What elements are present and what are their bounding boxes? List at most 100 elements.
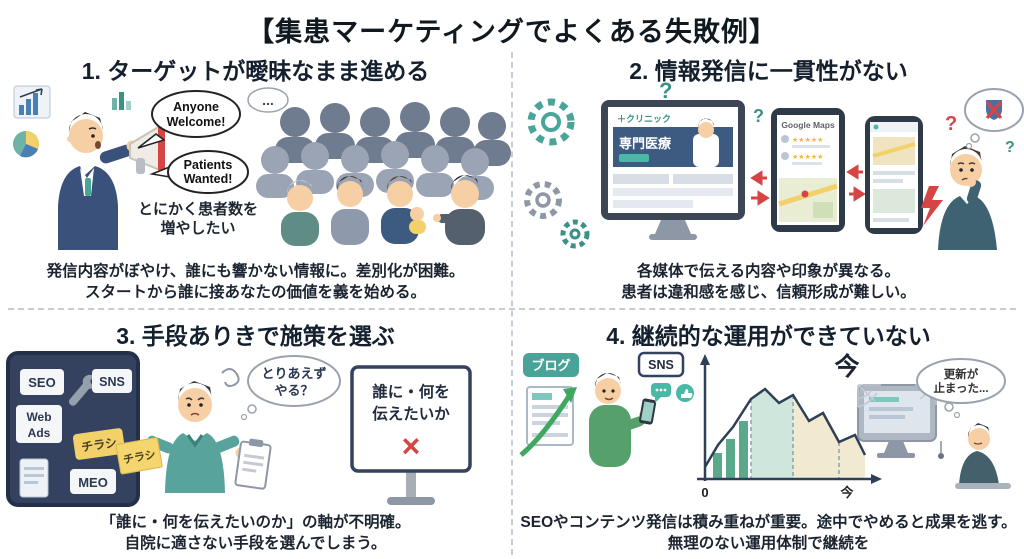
confused-patient-figure (938, 146, 997, 250)
q1-caption-line2: 増やしたい (160, 219, 235, 237)
update-stopped-bubble: 更新が 止まった... (916, 358, 1006, 419)
flyer-in-hand: チラシ (115, 437, 163, 475)
bubble1-line2: Welcome! (167, 115, 226, 129)
question-mark-icon: ? (1005, 139, 1015, 156)
mismatch-arrows-right (846, 164, 866, 202)
sign-line2: 伝えたいか (372, 405, 450, 423)
google-maps-tablet: Google Maps ★★★★★ ★★★★★ (771, 108, 845, 232)
q4-description: SEOやコンテンツ発信は積み重ねが重要。途中でやめると成果を逃す。 無理のない運… (513, 512, 1024, 555)
clinic-banner-text: 専門医療 (619, 136, 672, 151)
flyer-label: チラシ (122, 448, 157, 466)
q4-heading: 4. 継続的な運用ができていない (606, 323, 931, 349)
tag-meo-label: MEO (78, 475, 108, 490)
google-maps-label: Google Maps (781, 120, 835, 130)
q4-desc-line2: 無理のない運用体制で継続を (667, 535, 870, 553)
thought-bubble-haphazard: とりあえず やる？ (240, 355, 341, 421)
clinic-website-monitor: ＋クリニック 専門医療 (601, 100, 745, 240)
q3-heading: 3. 手段ありきで施策を選ぶ (116, 323, 395, 349)
message-sign: 誰に・何を 伝えたいか × (350, 365, 472, 505)
tag-webads-line1: Web (26, 410, 51, 424)
speech-bubble-anyone: Anyone Welcome! (137, 90, 241, 149)
q2-desc-line1: 各媒体で伝える内容や印象が異なる。 (636, 262, 901, 280)
blog-label: ブログ (523, 353, 579, 377)
bubble2-line1: Patients (184, 158, 233, 172)
tag-webads-line2: Ads (28, 426, 51, 440)
q1-description: 発信内容がぼやけ、誰にも響かない情報に。差別化が困難。 スタートから誰に接あなた… (0, 261, 511, 304)
tag-chirashi: チラシ (72, 428, 126, 460)
q1-desc-line2: スタートから誰に接あなたの価値を義を始める。 (84, 284, 426, 302)
gear-icon-small (560, 219, 590, 249)
bubble-line1: 更新が (944, 367, 979, 381)
chat-bubble-icon (651, 383, 671, 403)
q1-caption-line1: とにかく患者数を (138, 200, 258, 218)
crowd-silhouettes (256, 102, 511, 246)
adult-figure (331, 175, 369, 245)
quadrant-3-tool-first: 3. 手段ありきで施策を選ぶ SEO SNS (0, 311, 511, 559)
mother-with-baby-figure (381, 175, 426, 244)
crowd-ellipsis-text: ... (262, 92, 274, 108)
confused-nurse-figure: チラシ (115, 368, 272, 493)
abandoned-monitor (857, 384, 944, 459)
sign-x-mark: × (402, 428, 421, 464)
flyer-doc-icon (19, 458, 49, 498)
distrust-thought-bubble (964, 88, 1024, 150)
megaphone-icon (129, 124, 165, 174)
dejected-person-figure (955, 423, 1011, 489)
review-stars: ★★★★★ (792, 153, 823, 161)
growth-arrow-icon (519, 391, 574, 457)
bubble2-line2: Wanted! (184, 172, 233, 186)
active-marketer-figure (589, 372, 657, 467)
q2-heading: 2. 情報発信に一貫性がない (629, 58, 908, 84)
q3-illustration: SEO SNS Web Ads チラシ (6, 351, 472, 507)
social-feed-phone (865, 116, 923, 234)
gear-icon-large (527, 98, 575, 146)
growth-chart-icon (13, 85, 51, 119)
growth-arrowhead (563, 387, 577, 403)
bubble-line2: 止まった... (933, 381, 988, 395)
clipboard-in-hand (234, 438, 272, 490)
tag-chirashi-label: チラシ (80, 436, 117, 455)
sign-line1: 誰に・何を (372, 382, 450, 401)
conflict-bolt-icon (921, 186, 943, 226)
speech-bubble-patients: Patients Wanted! (149, 150, 249, 194)
q3-desc-line1: 「誰に・何を伝えたいのか」の軸が不明確。 (100, 513, 411, 531)
tactics-board: SEO SNS Web Ads チラシ (6, 351, 140, 507)
q2-desc-line2: 患者は違和感を感じ、信頼形成が難しい。 (621, 284, 916, 302)
question-mark-icon: ? (945, 113, 957, 135)
tag-sns: SNS (92, 369, 132, 393)
axis-zero-label: 0 (701, 485, 708, 500)
tag-meo: MEO (70, 469, 116, 494)
thought-line1: とりあえず (261, 366, 326, 381)
pointing-man-figure (433, 174, 485, 245)
tag-seo-label: SEO (28, 375, 55, 390)
quadrant-1-vague-target: 1. ターゲットが曖昧なまま進める (0, 46, 511, 308)
quadrant-2-inconsistent-media: 2. 情報発信に一貫性がない ＋クリニック 専門医療 (513, 46, 1024, 308)
thought-line2: やる？ (274, 383, 313, 398)
sns-label-text: SNS (648, 358, 674, 372)
sns-label: SNS (637, 351, 685, 378)
gear-icon-gray (524, 181, 562, 219)
q4-desc-line1: SEOやコンテンツ発信は積み重ねが重要。途中でやめると成果を逃す。 (520, 513, 1017, 531)
q3-description: 「誰に・何を伝えたいのか」の軸が不明確。 自院に適さない手段を選んでしまう。 (0, 512, 511, 555)
thumbs-up-icon (676, 384, 694, 402)
clinic-logo-text: ＋クリニック (617, 114, 671, 124)
question-mark-icon: ? (753, 106, 764, 126)
q1-illustration: Anyone Welcome! Patients Wanted! とにかく患者数… (13, 85, 511, 250)
tag-sns-label: SNS (99, 375, 125, 389)
elderly-woman-figure (281, 179, 319, 246)
bar-chart-icon (112, 92, 131, 110)
q2-description: 各媒体で伝える内容や印象が異なる。 患者は違和感を感じ、信頼形成が難しい。 (513, 261, 1024, 304)
review-stars: ★★★★★ (792, 136, 823, 144)
bubble1-line1: Anyone (173, 100, 219, 114)
q1-desc-line1: 発信内容がぼやけ、誰にも響かない情報に。差別化が困難。 (46, 262, 465, 280)
q4-illustration: ブログ (519, 351, 1011, 500)
now-big-label: 今 (834, 352, 859, 381)
pie-chart-icon (13, 131, 40, 158)
q3-desc-line2: 自院に適さない手段を選んでしまう。 (124, 535, 387, 553)
vertical-divider (511, 52, 513, 555)
spider-icon (938, 453, 944, 459)
marketer-figure (58, 112, 138, 250)
momentum-chart: 0 今 (697, 354, 882, 500)
tag-seo: SEO (20, 369, 64, 395)
